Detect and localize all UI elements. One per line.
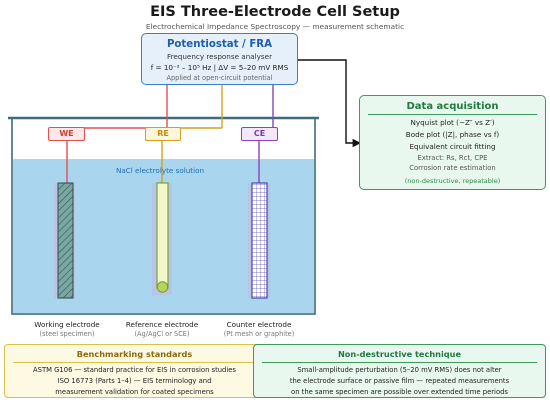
ce-tag: CE bbox=[241, 127, 278, 141]
diagram-subtitle: Electrochemical Impedance Spectroscopy —… bbox=[145, 22, 405, 31]
electrolyte-label: NaCl electrolyte solution bbox=[115, 166, 205, 175]
we-tag: WE bbox=[48, 127, 85, 141]
signal-arrow bbox=[298, 59, 361, 148]
reference-electrode bbox=[156, 182, 169, 289]
benchmarking-divider bbox=[13, 362, 256, 363]
acquisition-note: (non-destructive, repeatable) bbox=[404, 177, 501, 185]
acquisition-estimation: Corrosion rate estimation bbox=[409, 164, 496, 172]
diagram-title: EIS Three-Electrode Cell Setup bbox=[150, 4, 400, 20]
acquisition-extract: Extract: Rs, Rct, CPE bbox=[417, 154, 488, 162]
benchmarking-line: ISO 16773 (Parts 1–4) — EIS terminology … bbox=[57, 377, 212, 385]
potentiostat-line-3: Applied at open-circuit potential bbox=[166, 74, 273, 82]
non-destructive-line: the electrode surface or passive film — … bbox=[289, 377, 510, 385]
benchmarking-heading: Benchmarking standards bbox=[76, 349, 193, 359]
non-destructive-line: Small-amplitude perturbation (5–20 mV RM… bbox=[297, 366, 502, 374]
re-caption: Reference electrode bbox=[125, 320, 199, 329]
potentiostat-line-1: Frequency response analyser bbox=[166, 52, 273, 61]
we-subcaption: (steel specimen) bbox=[39, 330, 95, 338]
acquisition-divider bbox=[368, 114, 537, 115]
working-electrode bbox=[57, 182, 74, 299]
non-destructive-heading: Non-destructive technique bbox=[337, 349, 462, 359]
re-tag: RE bbox=[145, 127, 181, 141]
non-destructive-box: Non-destructive technique Small-amplitud… bbox=[253, 344, 546, 398]
acquisition-item: Equivalent circuit fitting bbox=[409, 142, 496, 151]
benchmarking-box: Benchmarking standards ASTM G106 — stand… bbox=[4, 344, 265, 398]
non-destructive-divider bbox=[262, 362, 537, 363]
reference-tip bbox=[156, 281, 169, 293]
non-destructive-line: on the same specimen are possible over e… bbox=[291, 388, 508, 396]
potentiostat-line-2: f = 10⁻² – 10⁵ Hz | ΔV = 5–20 mV RMS bbox=[150, 63, 289, 72]
potentiostat-box: Potentiostat / FRA Frequency response an… bbox=[141, 33, 298, 85]
acquisition-item: Bode plot (|Z|, phase vs f) bbox=[405, 130, 500, 139]
re-subcaption: (Ag/AgCl or SCE) bbox=[134, 330, 190, 338]
potentiostat-heading: Potentiostat / FRA bbox=[166, 39, 273, 50]
ce-caption: Counter electrode bbox=[226, 320, 292, 329]
acquisition-heading: Data acquisition bbox=[406, 101, 499, 112]
counter-electrode bbox=[251, 182, 268, 299]
benchmarking-line: ASTM G106 — standard practice for EIS in… bbox=[33, 366, 236, 374]
data-acquisition-box: Data acquisition Nyquist plot (−Z″ vs Z′… bbox=[359, 95, 546, 190]
benchmarking-line: measurement validation for coated specim… bbox=[55, 388, 214, 396]
we-caption: Working electrode bbox=[34, 320, 100, 329]
acquisition-item: Nyquist plot (−Z″ vs Z′) bbox=[410, 118, 495, 127]
ce-subcaption: (Pt mesh or graphite) bbox=[223, 330, 295, 338]
